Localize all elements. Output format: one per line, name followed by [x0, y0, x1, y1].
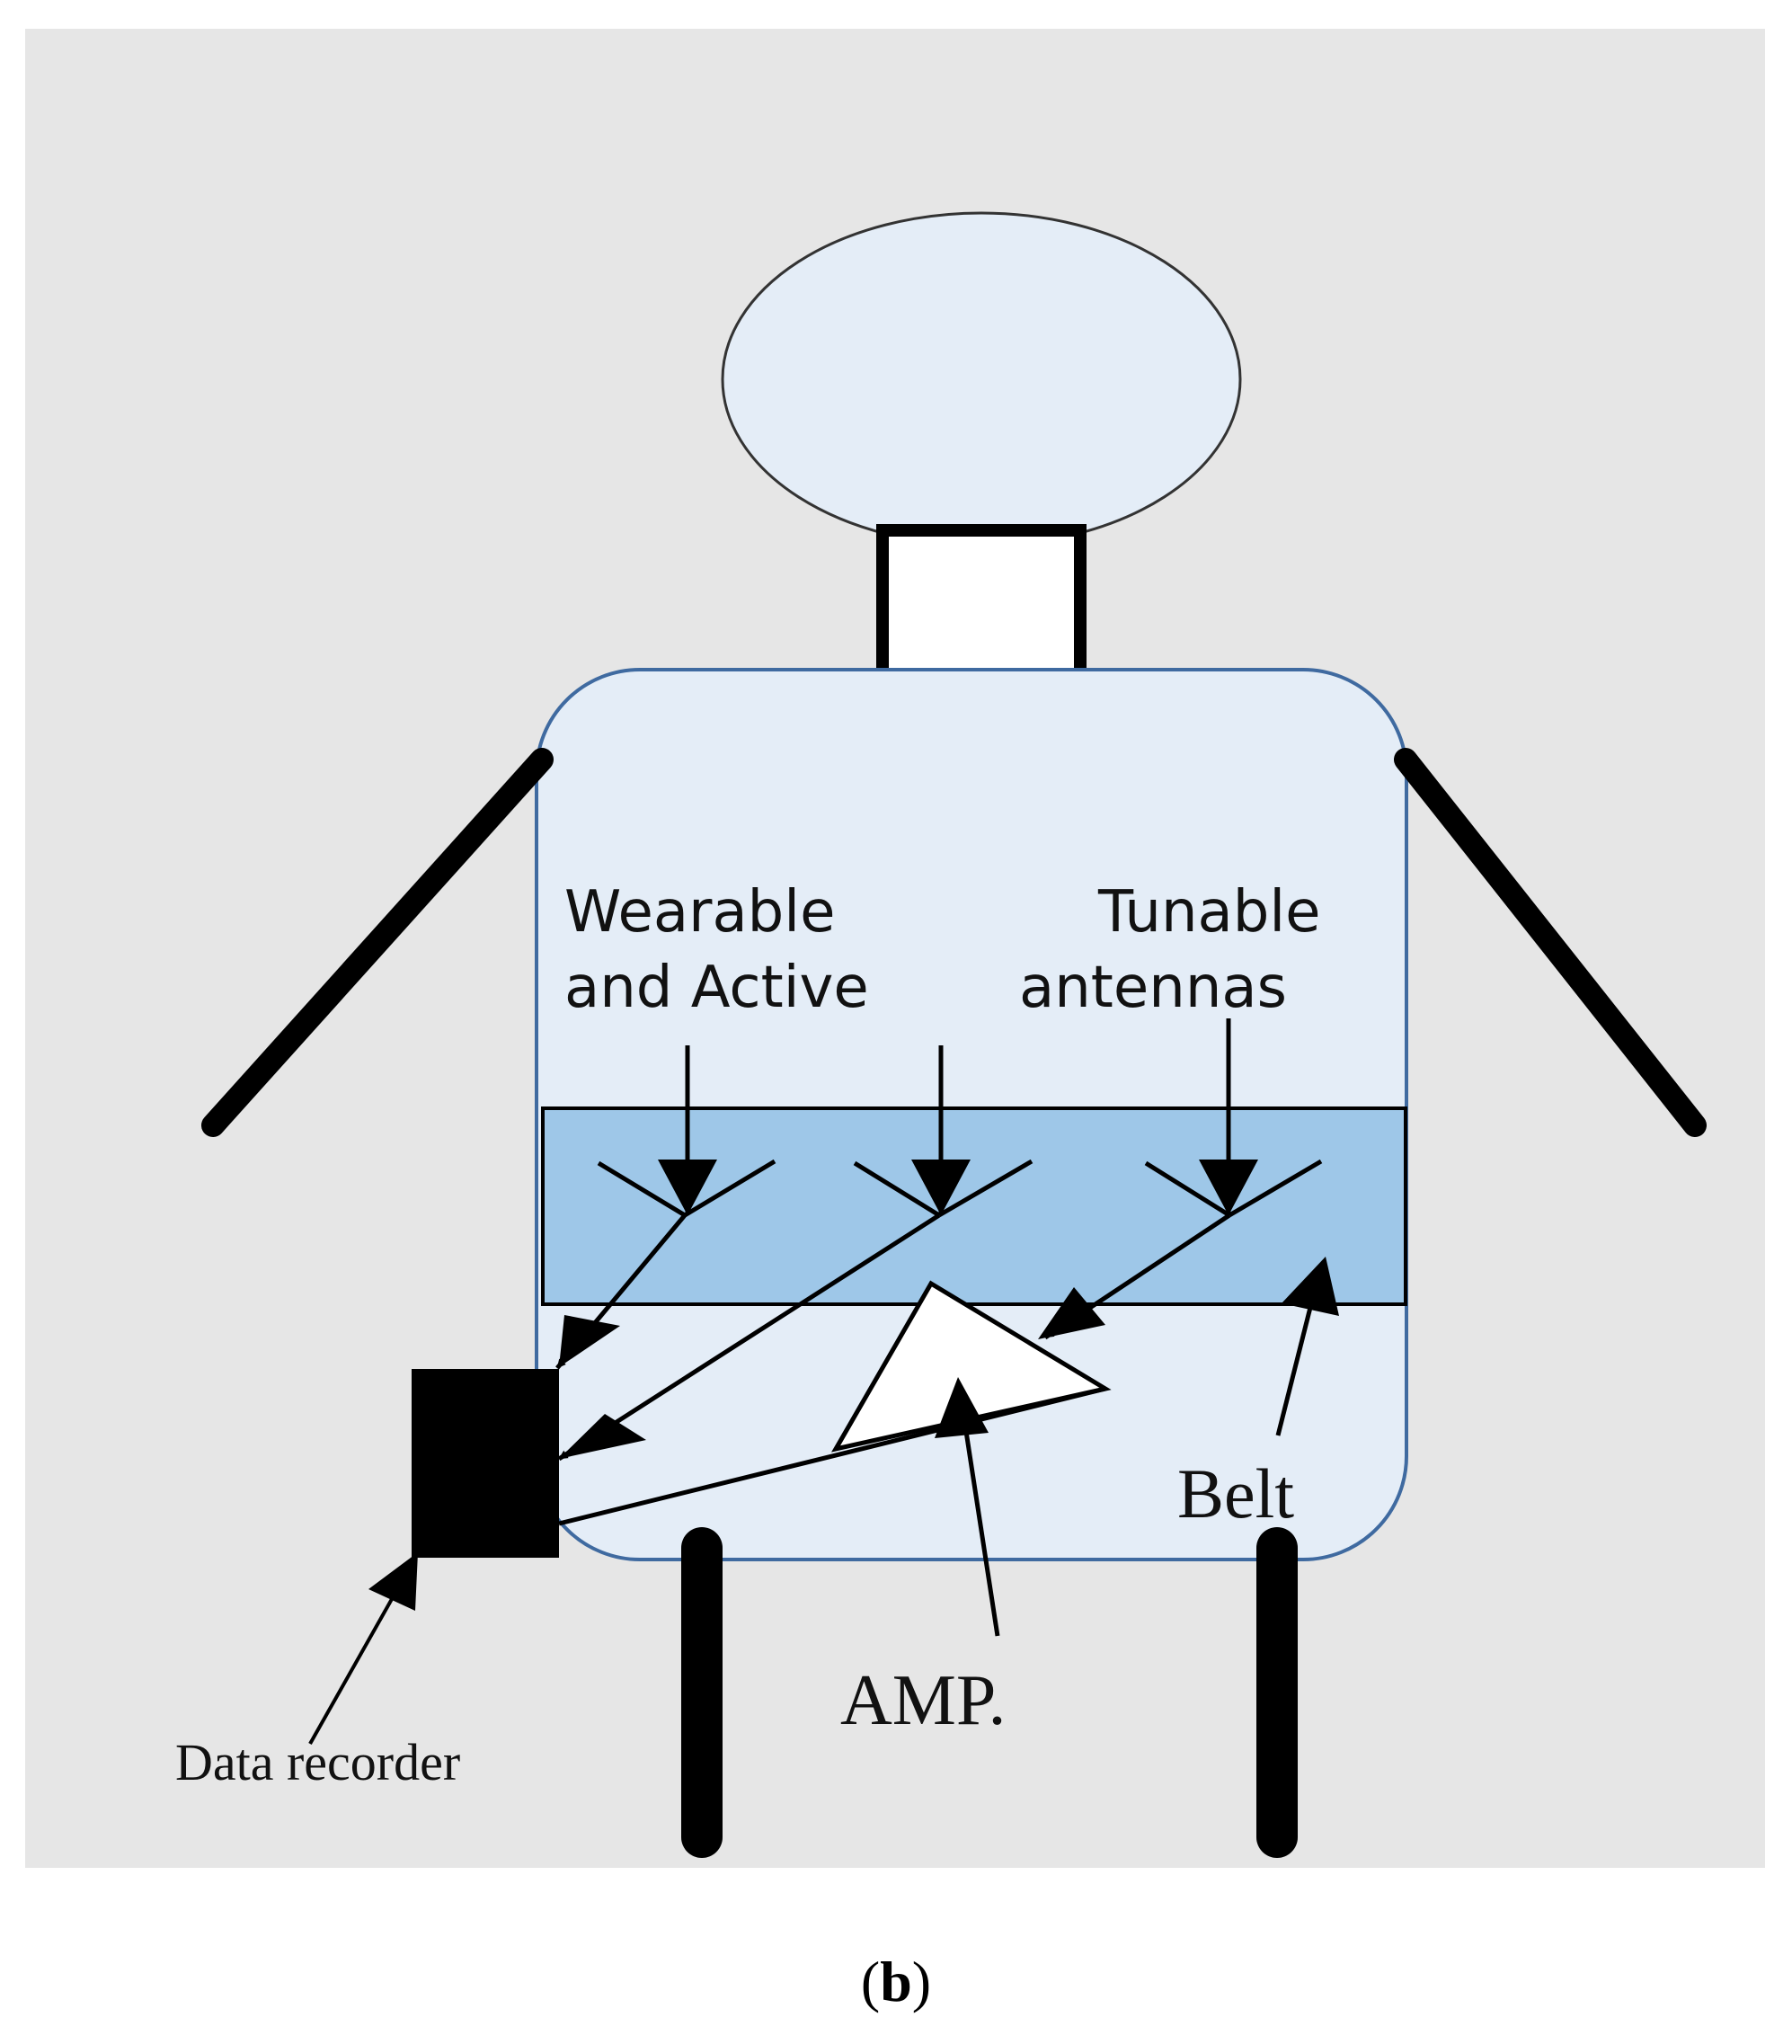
belt-pointer-arrowhead [1282, 1257, 1339, 1316]
label-tunable: Tunable [1097, 879, 1321, 946]
label-wearable: Wearable [564, 879, 835, 946]
pointer-arrowhead-antenna-1 [658, 1160, 717, 1215]
label-and-active: and Active [564, 955, 869, 1021]
arrowhead-signal-3 [1038, 1287, 1105, 1339]
arrowhead-signal-1 [559, 1315, 620, 1367]
data-recorder-box [412, 1369, 559, 1558]
left-arm [201, 748, 554, 1137]
label-belt: Belt [1177, 1454, 1294, 1533]
caption-close-paren: ) [911, 1950, 932, 2013]
arrowhead-signal-2 [559, 1414, 646, 1459]
antenna-3 [1144, 1159, 1323, 1218]
label-antennas: antennas [1019, 955, 1287, 1021]
antenna-2 [853, 1159, 1034, 1218]
head-shape [721, 211, 1242, 547]
signal-line-antenna-2 [557, 1213, 941, 1462]
amp-pointer-arrowhead [935, 1377, 989, 1438]
pointer-arrowhead-antenna-3 [1199, 1160, 1258, 1215]
signal-line-amp-to-recorder [558, 1386, 1106, 1526]
label-data-recorder: Data recorder [175, 1733, 460, 1791]
figure-caption: (b) [0, 1949, 1792, 2015]
label-amp: AMP. [840, 1661, 1007, 1740]
recorder-pointer-arrowhead [368, 1552, 418, 1611]
pointer-arrowhead-antenna-2 [911, 1160, 971, 1215]
amp-pointer-line [959, 1401, 1000, 1637]
right-arm [1394, 748, 1707, 1137]
caption-letter: b [880, 1950, 912, 2013]
caption-open-paren: ( [860, 1950, 881, 2013]
antenna-1 [597, 1159, 776, 1218]
neck-shape [876, 524, 1087, 680]
